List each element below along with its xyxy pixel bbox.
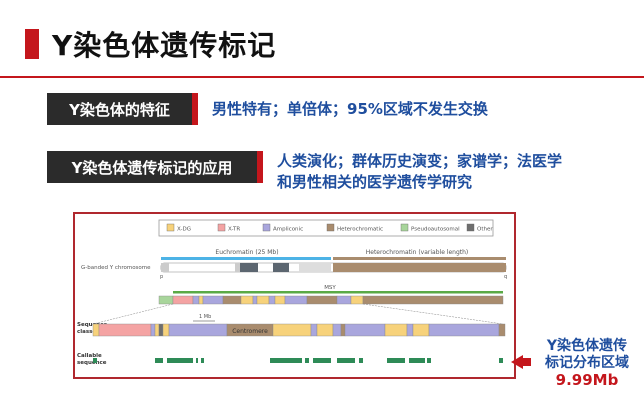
sequence-classes-track — [92, 323, 506, 337]
page-title: Y染色体遗传标记 — [52, 29, 277, 62]
p-arm-label: p — [160, 274, 163, 280]
callable-sequence-track — [93, 358, 503, 363]
legend-label: X-DG — [177, 227, 191, 233]
legend-label: Heterochromatic — [337, 227, 383, 233]
legend-swatch — [217, 223, 226, 232]
application-text: 人类演化；群体历史演变；家谱学；法医学 和男性相关的医学遗传学研究 — [277, 151, 562, 193]
heterochromatin-bar — [333, 257, 506, 260]
title-accent-bar — [25, 29, 39, 59]
legend-swatch — [466, 223, 475, 232]
zoom-guide-right — [362, 303, 504, 325]
band — [240, 263, 258, 272]
application-label: Y染色体遗传标记的应用 — [47, 151, 263, 183]
legend-label: X-TR — [228, 227, 240, 233]
legend-label: Ampliconic — [273, 227, 303, 233]
band — [161, 263, 169, 272]
centromere-label: Centromere — [232, 328, 268, 335]
legend-label: Other — [477, 227, 493, 233]
feature-label: Y染色体的特征 — [47, 93, 198, 125]
euchromatin-label: Euchromatin (25 Mb) — [215, 249, 278, 256]
legend-swatch — [262, 223, 271, 232]
band — [235, 263, 243, 272]
chromosome-label: G-banded Y chromosome — [81, 265, 151, 271]
callout-arrow-icon — [511, 355, 523, 369]
title-divider — [0, 76, 644, 78]
callout-value: 9.99Mb — [555, 371, 619, 389]
q-arm-label: q — [504, 274, 507, 280]
feature-text: 男性特有；单倍体；95%区域不发生交换 — [212, 100, 488, 118]
legend-swatch — [166, 223, 175, 232]
callout-line-1: Y染色体遗传 — [546, 338, 628, 354]
callable-label-2: sequence — [77, 360, 107, 366]
application-text-line-2: 和男性相关的医学遗传学研究 — [277, 173, 473, 191]
application-text-line-1: 人类演化；群体历史演变；家谱学；法医学 — [277, 152, 563, 170]
legend-swatch — [400, 223, 409, 232]
msy-label: MSY — [324, 285, 336, 291]
y-chromosome-diagram: X-DG X-TR Ampliconic Heterochromatic Pseudoa… — [77, 219, 507, 366]
legend-box — [158, 219, 494, 237]
legend: X-DG X-TR Ampliconic Heterochromatic Pseudoa… — [166, 223, 493, 233]
zoom-guide-left — [92, 303, 174, 325]
scale-label: 1 Mb — [199, 314, 211, 320]
sequence-classes-label-1: Sequence — [77, 322, 107, 328]
band — [333, 263, 506, 272]
band — [273, 263, 289, 272]
legend-swatch — [326, 223, 335, 232]
callable-label-1: Callable — [77, 353, 102, 359]
sequence-classes-label-2: classes — [77, 329, 100, 335]
msy-bar — [173, 291, 503, 294]
euchromatin-bar — [161, 257, 331, 260]
msy-track — [158, 295, 504, 305]
band — [299, 263, 331, 272]
callout-arrow-tail — [522, 358, 531, 366]
callable-region-callout: Y染色体遗传 标记分布区域 9.99Mb — [532, 338, 642, 389]
y-chromosome-figure: X-DG X-TR Ampliconic Heterochromatic Pseudoa… — [73, 212, 516, 379]
heterochromatin-label: Heterochromatin (variable length) — [366, 249, 469, 256]
callout-line-2: 标记分布区域 — [545, 355, 629, 371]
legend-label: Pseudoautosomal — [411, 227, 460, 233]
